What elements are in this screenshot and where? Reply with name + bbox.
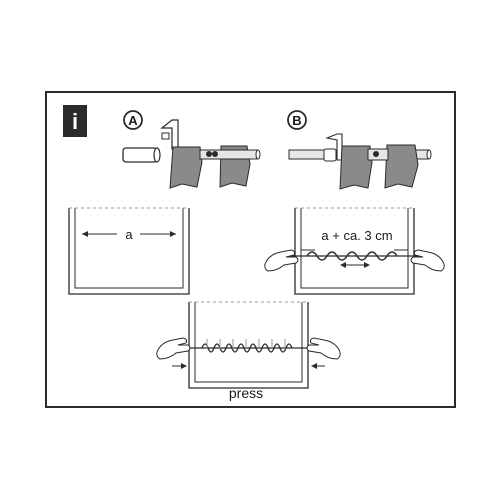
press-label: press	[229, 385, 263, 401]
left-hand-illustration	[156, 337, 191, 360]
installation-diagram: i A B	[63, 105, 445, 401]
step-a-label: A	[128, 113, 138, 128]
right-hand-illustration	[410, 249, 445, 272]
info-icon-glyph: i	[72, 109, 78, 134]
step-b-label: B	[292, 113, 301, 128]
stretch-label: a + ca. 3 cm	[321, 228, 392, 243]
step-a-illustration: A	[122, 110, 261, 189]
step-a-badge	[123, 110, 143, 130]
step-b-illustration: B	[287, 110, 432, 190]
left-hand-illustration	[264, 249, 299, 272]
measure-label-a: a	[125, 227, 133, 242]
info-icon: i	[63, 105, 87, 137]
window-stretch-panel: a + ca. 3 cm	[264, 207, 445, 295]
window-press-panel: press	[156, 301, 341, 401]
instruction-frame: i A B	[45, 91, 456, 408]
curtain-panel-left	[339, 145, 373, 190]
curtain-panel-right	[384, 144, 419, 189]
right-hand-illustration	[306, 337, 341, 360]
window-measure-panel: a	[68, 207, 190, 295]
step-b-badge	[287, 110, 307, 130]
curtain-panel-left	[169, 146, 203, 189]
rod-end-piece	[122, 147, 158, 163]
